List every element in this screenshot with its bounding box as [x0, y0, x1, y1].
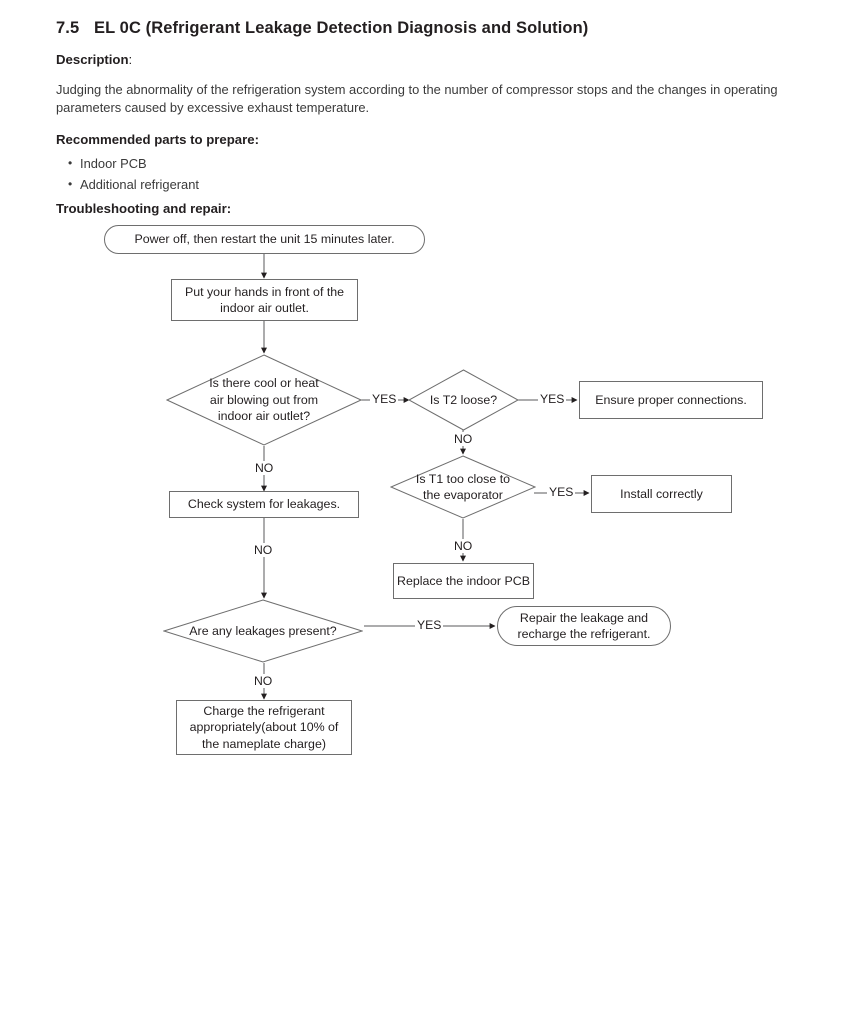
diamond-shape	[163, 599, 363, 663]
list-item-label: Additional refrigerant	[80, 177, 199, 192]
flow-decision-t1-close[interactable]: Is T1 too close to the evaporator	[390, 455, 536, 519]
flow-node-install-correctly[interactable]: Install correctly	[591, 475, 732, 513]
description-colon: :	[128, 52, 133, 67]
flow-node-check-leakages[interactable]: Check system for leakages.	[169, 491, 359, 518]
list-item: • Additional refrigerant	[56, 174, 199, 195]
flow-decision-t2-loose[interactable]: Is T2 loose?	[408, 369, 519, 431]
edge-label-leakages-no: NO	[252, 674, 275, 688]
edge-label-t2-yes: YES	[538, 392, 567, 406]
edge-label-airflow-no: NO	[253, 461, 276, 475]
flow-node-start[interactable]: Power off, then restart the unit 15 minu…	[104, 225, 425, 254]
section-title-text: EL 0C (Refrigerant Leakage Detection Dia…	[94, 19, 589, 37]
edge-label-t1-no: NO	[452, 539, 475, 553]
bullet-icon: •	[68, 156, 73, 170]
list-item-label: Indoor PCB	[80, 156, 147, 171]
recommended-parts-list: • Indoor PCB • Additional refrigerant	[56, 153, 199, 195]
page-title: 7.5 EL 0C (Refrigerant Leakage Detection …	[56, 19, 588, 38]
description-label: Description:	[56, 52, 132, 67]
edge-label-airflow-yes: YES	[370, 392, 399, 406]
diamond-shape	[166, 354, 362, 446]
flow-node-ensure-connections[interactable]: Ensure proper connections.	[579, 381, 763, 419]
flow-node-repair-leakage[interactable]: Repair the leakage and recharge the refr…	[497, 606, 671, 646]
list-item: • Indoor PCB	[56, 153, 199, 174]
troubleshooting-label: Troubleshooting and repair:	[56, 201, 232, 216]
flow-node-put-hands[interactable]: Put your hands in front of the indoor ai…	[171, 279, 358, 321]
diamond-shape	[390, 455, 536, 519]
description-paragraph: Judging the abnormality of the refrigera…	[56, 82, 778, 115]
flow-node-charge-refrigerant[interactable]: Charge the refrigerant appropriately(abo…	[176, 700, 352, 755]
description-label-text: Description	[56, 52, 129, 67]
edge-label-check-no: NO	[252, 543, 275, 557]
bullet-icon: •	[68, 177, 73, 191]
flow-decision-leakages-present[interactable]: Are any leakages present?	[163, 599, 363, 663]
flow-node-replace-pcb[interactable]: Replace the indoor PCB	[393, 563, 534, 599]
edge-label-t1-yes: YES	[547, 485, 576, 499]
flow-decision-airflow[interactable]: Is there cool or heat air blowing out fr…	[166, 354, 362, 446]
diamond-shape	[408, 369, 519, 431]
recommended-parts-label: Recommended parts to prepare:	[56, 132, 259, 147]
edge-label-leakages-yes: YES	[415, 618, 444, 632]
edge-label-t2-no: NO	[452, 432, 475, 446]
section-number: 7.5	[56, 19, 80, 37]
